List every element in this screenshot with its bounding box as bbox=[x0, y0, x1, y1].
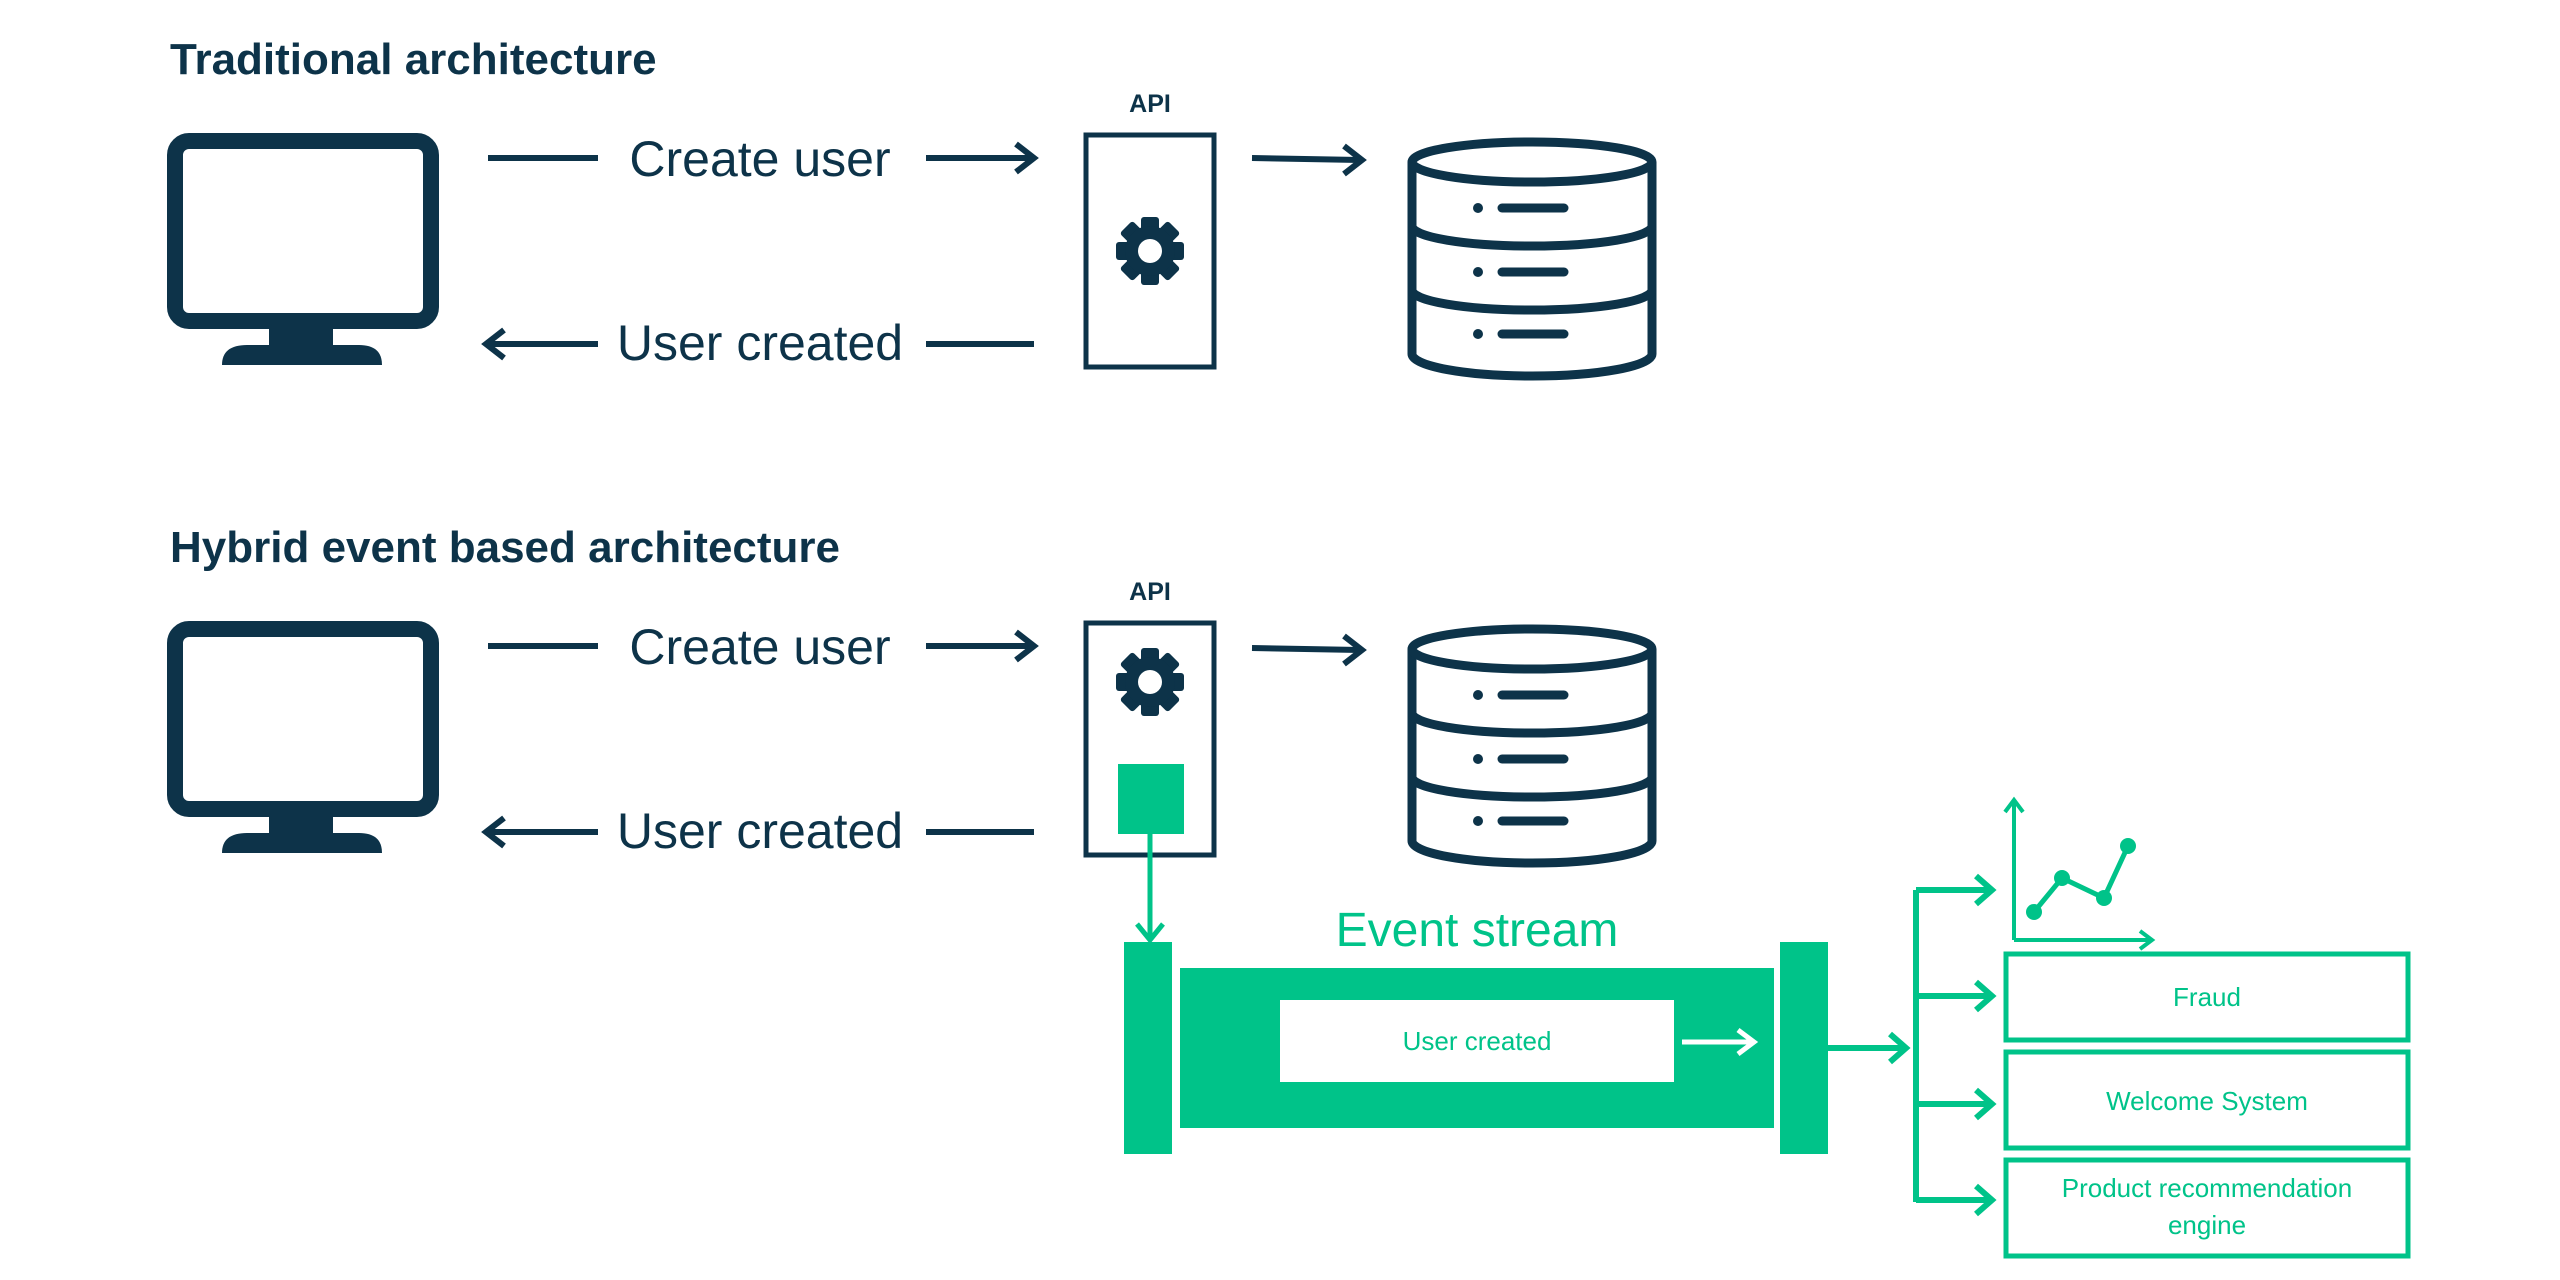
response-arrow bbox=[481, 327, 1034, 361]
stream-left-cap bbox=[1124, 942, 1172, 1154]
event-message-label: User created bbox=[1403, 1026, 1552, 1056]
welcome-consumer-label: Welcome System bbox=[2106, 1086, 2308, 1116]
fraud-consumer-label: Fraud bbox=[2173, 982, 2241, 1012]
traditional-title: Traditional architecture bbox=[170, 35, 657, 84]
recommendation-consumer-label-line2: engine bbox=[2168, 1210, 2246, 1240]
api-label: API bbox=[1129, 90, 1171, 118]
line-chart-icon bbox=[2003, 796, 2156, 951]
api-server bbox=[1083, 132, 1217, 370]
request-label: Create user bbox=[629, 131, 890, 187]
database-icon bbox=[1412, 629, 1652, 863]
event-message-box bbox=[1280, 1000, 1674, 1082]
api-label: API bbox=[1129, 578, 1171, 606]
response-arrow bbox=[481, 815, 1034, 849]
request-arrow bbox=[488, 141, 1039, 175]
stream-right-cap bbox=[1780, 942, 1828, 1154]
response-label: User created bbox=[617, 803, 903, 859]
request-arrow bbox=[488, 629, 1039, 663]
db-arrow bbox=[1251, 143, 1367, 177]
event-producer-block bbox=[1118, 764, 1184, 834]
stream-flow-arrow bbox=[1682, 1028, 1759, 1056]
gear-icon bbox=[1116, 217, 1184, 285]
gear-icon bbox=[1116, 648, 1184, 716]
traditional-section: Traditional architecture Create user Use… bbox=[170, 35, 1652, 376]
monitor-icon bbox=[175, 141, 431, 365]
database-icon bbox=[1412, 142, 1652, 376]
recommendation-consumer-label-line1: Product recommendation bbox=[2062, 1173, 2352, 1203]
hybrid-section: Hybrid event based architecture Create u… bbox=[170, 523, 2411, 1259]
fanout-arrows bbox=[1828, 873, 1997, 1217]
event-stream-title: Event stream bbox=[1336, 904, 1619, 957]
welcome-consumer-box bbox=[2003, 1049, 2411, 1151]
request-label: Create user bbox=[629, 619, 890, 675]
response-label: User created bbox=[617, 315, 903, 371]
monitor-icon bbox=[175, 629, 431, 853]
hybrid-title: Hybrid event based architecture bbox=[170, 523, 840, 572]
recommendation-consumer-box bbox=[2003, 1157, 2411, 1259]
publish-arrow bbox=[1135, 834, 1165, 944]
db-arrow bbox=[1251, 633, 1367, 667]
fraud-consumer-box bbox=[2003, 951, 2411, 1043]
